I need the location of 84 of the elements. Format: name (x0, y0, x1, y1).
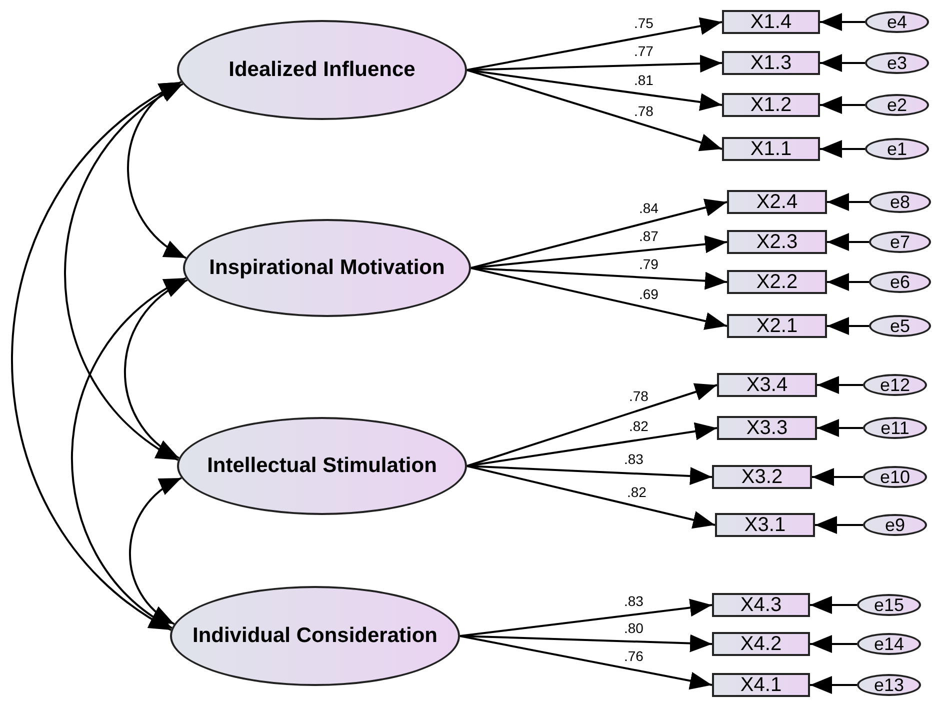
loading-arrow (460, 598, 712, 637)
loading-value: .82 (627, 485, 646, 500)
covariance-arrow (129, 477, 182, 625)
loading-value: .83 (624, 594, 644, 609)
loading-arrow (466, 465, 716, 529)
error-arrow (810, 596, 857, 614)
covariance-arrow (64, 83, 184, 461)
error-arrow (817, 376, 863, 394)
observed-variable-box: X2.1 (727, 314, 827, 338)
error-arrow (815, 516, 863, 534)
loading-value: .75 (634, 16, 654, 31)
error-arrow (820, 13, 865, 31)
loading-value: .78 (629, 389, 648, 404)
error-arrow (817, 419, 863, 437)
loading-arrow (466, 465, 712, 485)
loading-arrow (460, 635, 712, 690)
error-arrow (812, 468, 863, 486)
error-term-ellipse: e7 (869, 231, 931, 253)
observed-variable-box: X2.4 (727, 190, 827, 214)
loading-arrow (466, 69, 722, 152)
error-arrow (820, 140, 865, 158)
observed-variable-box: X1.4 (722, 10, 820, 34)
observed-variable-box: X2.3 (727, 230, 827, 254)
loading-arrow (466, 383, 718, 467)
loading-arrow (466, 422, 718, 467)
loading-value: .82 (629, 418, 648, 434)
covariance-arrow (124, 279, 188, 459)
loading-arrow (470, 198, 728, 269)
error-term-ellipse: e3 (865, 52, 929, 74)
latent-variable-ellipse: Individual Consideration (170, 586, 460, 686)
observed-variable-box: X4.2 (712, 632, 810, 656)
loading-arrow (460, 634, 712, 652)
observed-variable-box: X4.1 (712, 673, 810, 697)
error-term-ellipse: e8 (869, 191, 931, 213)
loading-value: .83 (624, 452, 644, 468)
observed-variable-box: X3.4 (717, 373, 817, 397)
error-arrow (820, 54, 865, 72)
loading-value: .80 (624, 620, 644, 636)
observed-variable-box: X1.3 (722, 51, 820, 75)
loading-arrow (466, 69, 722, 111)
error-term-ellipse: e1 (865, 138, 929, 160)
covariance-arrow (11, 81, 182, 631)
loading-arrow (470, 235, 728, 269)
error-arrow (827, 273, 869, 291)
loading-value: .78 (634, 104, 654, 119)
observed-variable-box: X3.2 (712, 465, 812, 489)
error-term-ellipse: e15 (857, 594, 921, 616)
error-term-ellipse: e9 (863, 514, 927, 536)
error-term-ellipse: e5 (869, 315, 931, 337)
loading-value: .84 (639, 201, 658, 216)
loading-value: .76 (624, 648, 644, 664)
error-arrow (820, 96, 865, 114)
latent-variable-ellipse: Intellectual Stimulation (177, 417, 467, 515)
loading-arrow (466, 17, 722, 71)
loading-value: .81 (634, 73, 654, 88)
error-arrow (827, 317, 869, 335)
loading-arrow (470, 267, 728, 290)
error-term-ellipse: e12 (863, 374, 927, 396)
error-arrow (827, 193, 869, 211)
observed-variable-box: X1.1 (722, 137, 820, 161)
observed-variable-box: X2.2 (727, 270, 827, 294)
error-arrow (810, 676, 857, 694)
error-term-ellipse: e2 (865, 94, 929, 116)
latent-variable-ellipse: Inspirational Motivation (183, 219, 471, 317)
error-term-ellipse: e11 (863, 417, 927, 439)
observed-variable-box: X1.2 (722, 93, 820, 117)
covariance-arrow (71, 277, 187, 629)
loading-arrow (470, 267, 728, 330)
error-arrow (827, 233, 869, 251)
observed-variable-box: X3.1 (715, 513, 815, 537)
observed-variable-box: X4.3 (712, 593, 810, 617)
loading-value: .77 (634, 44, 654, 60)
observed-variable-box: X3.3 (717, 416, 817, 440)
error-term-ellipse: e13 (857, 674, 921, 696)
error-term-ellipse: e4 (865, 11, 929, 33)
error-term-ellipse: e6 (869, 271, 931, 293)
loading-value: .69 (639, 287, 658, 302)
error-term-ellipse: e10 (863, 466, 927, 488)
loading-arrow (466, 54, 722, 73)
loading-value: .87 (639, 228, 658, 244)
loading-value: .79 (639, 256, 658, 272)
error-term-ellipse: e14 (857, 633, 921, 655)
error-arrow (810, 635, 857, 653)
latent-variable-ellipse: Idealized Influence (177, 20, 467, 120)
